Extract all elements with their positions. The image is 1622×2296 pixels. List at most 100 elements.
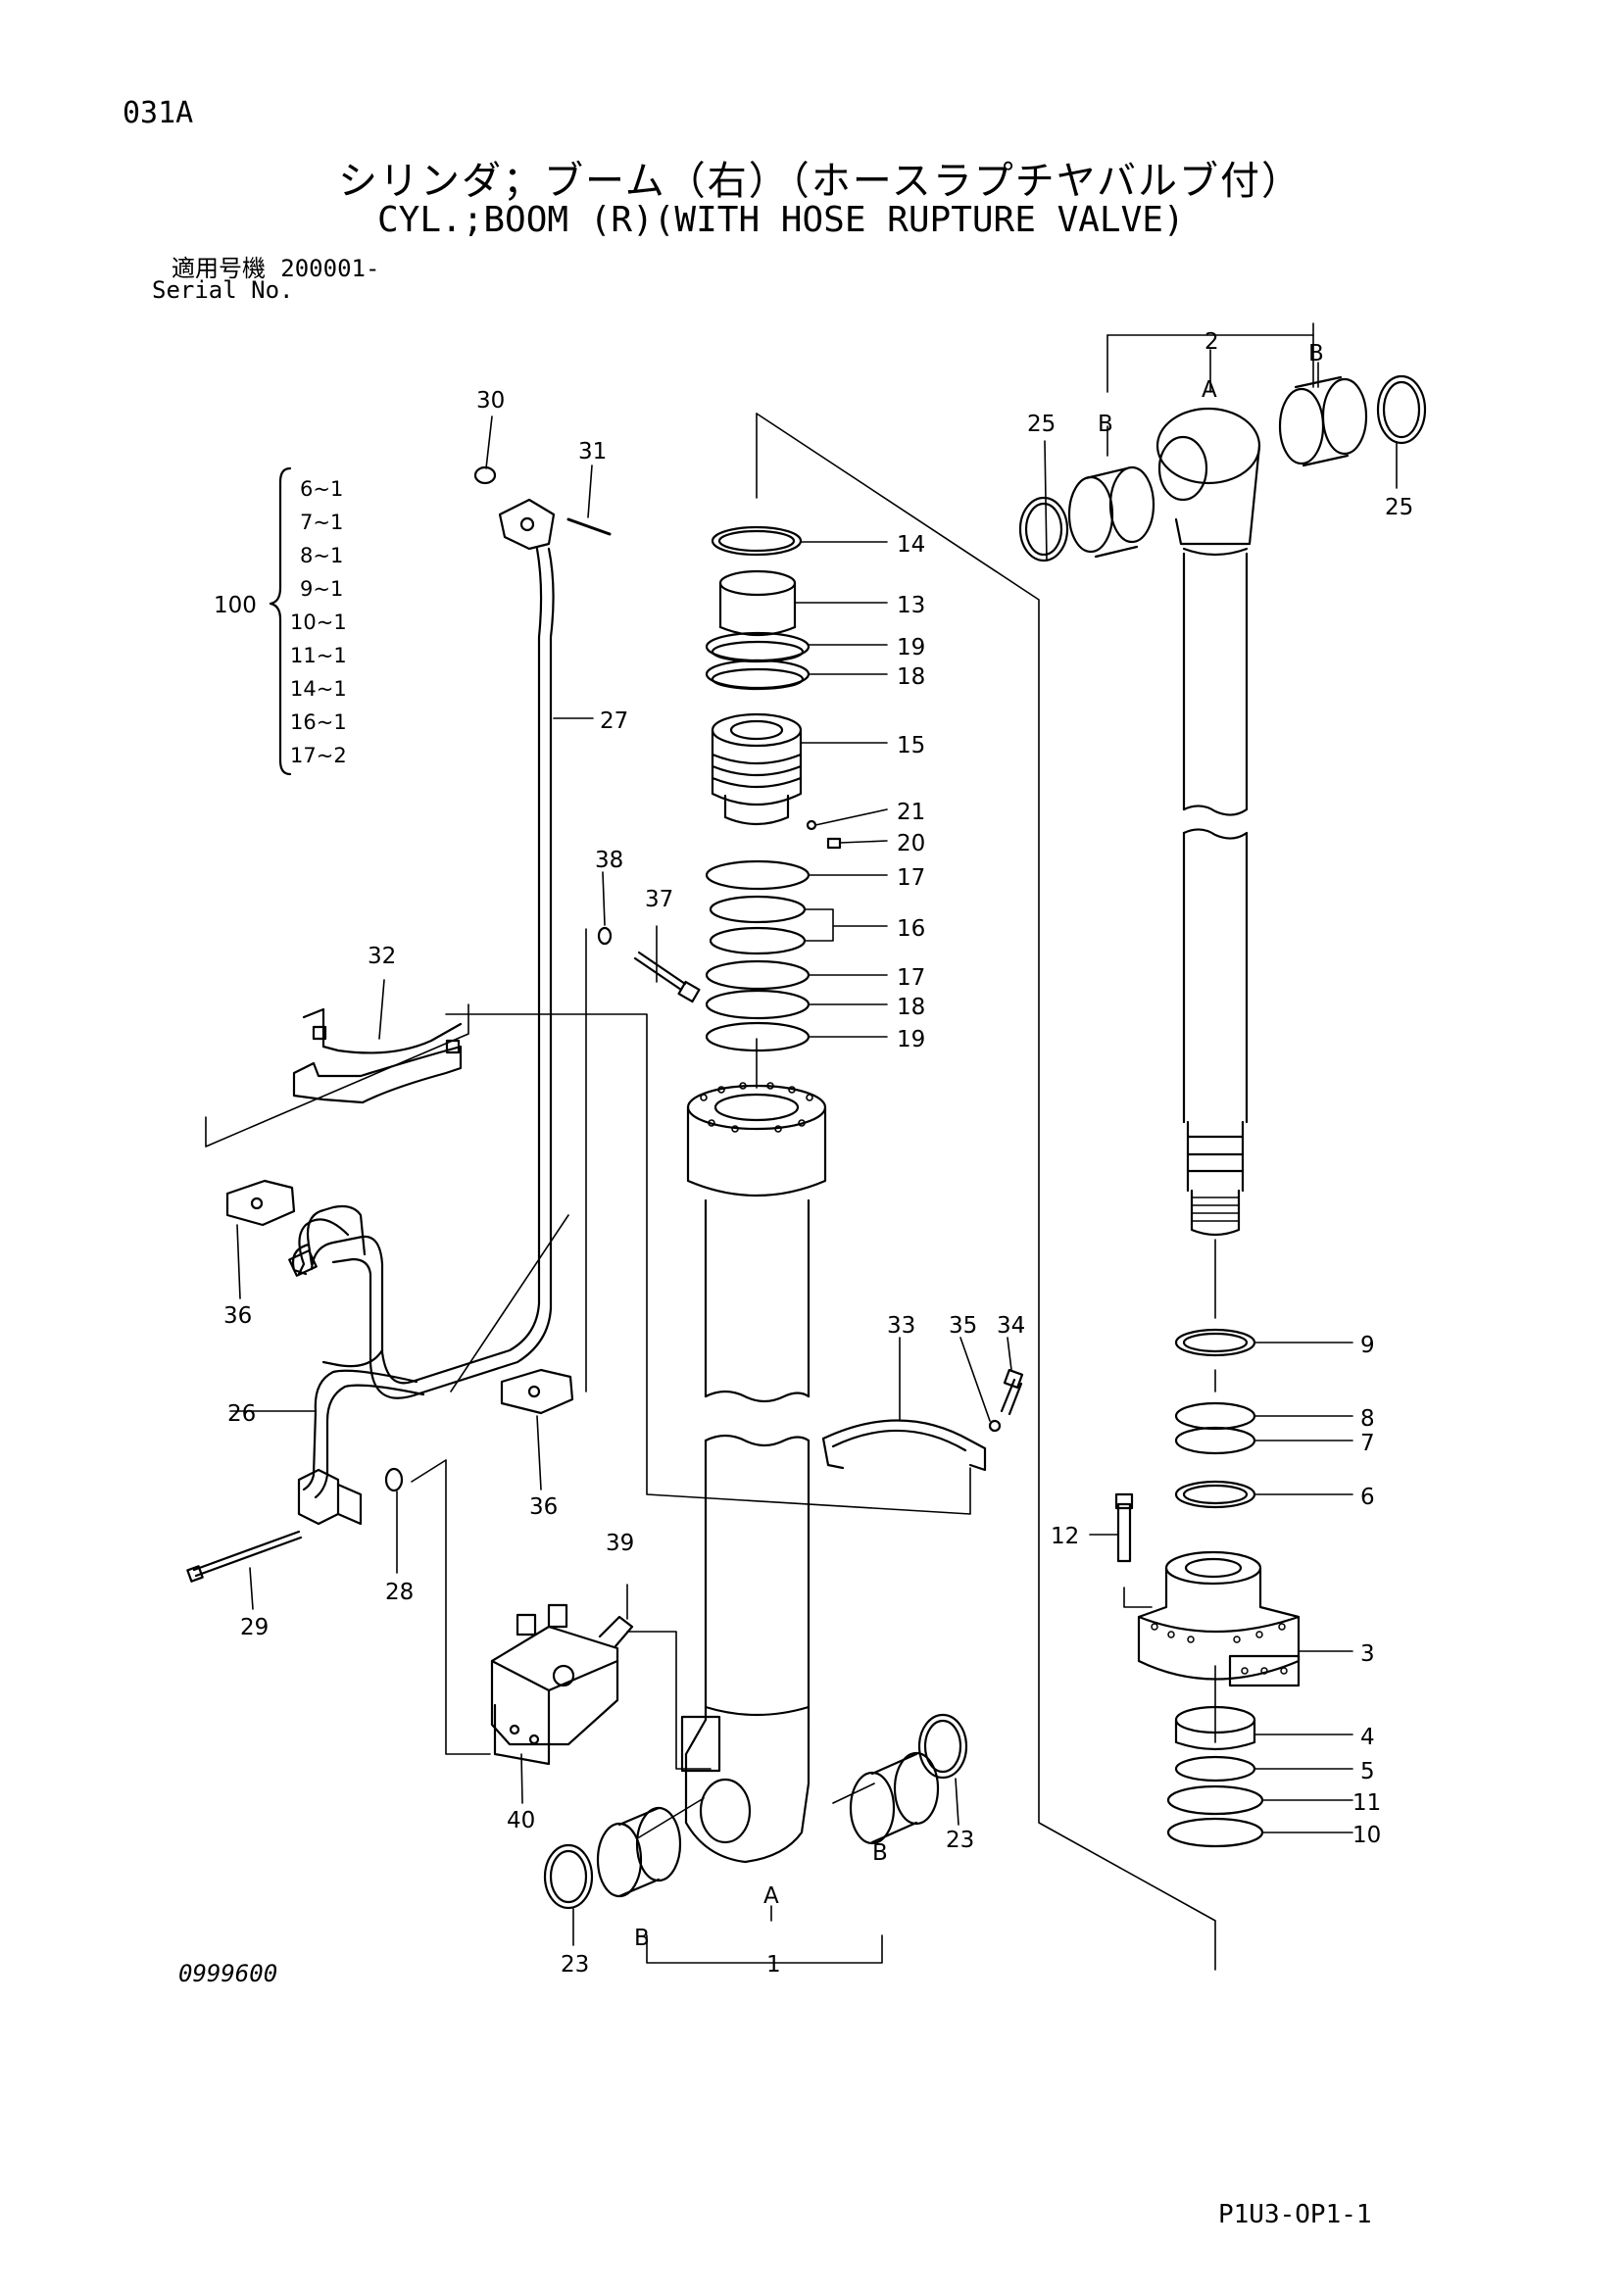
tube-collar-line: [704, 1705, 811, 1717]
part-21-ball: [806, 819, 817, 831]
leader-lines: [229, 349, 1398, 1946]
callout-23: 23: [561, 1952, 589, 1978]
part-13-bushing: [718, 581, 797, 629]
callout-14: 14: [897, 532, 925, 558]
part-23-ring-right: [917, 1713, 968, 1780]
part-25-ring-right: [1376, 374, 1427, 445]
part-13-top: [718, 569, 797, 597]
part-10-ring: [1166, 1817, 1264, 1848]
callout-31: 31: [578, 439, 607, 464]
part-36-clamp-lower: [500, 1368, 574, 1415]
part-3-top: [1164, 1550, 1262, 1586]
callout-18: 18: [897, 664, 925, 690]
sub-label-b: B: [872, 1840, 888, 1866]
part-8-ring: [1174, 1401, 1256, 1431]
callout-11: 11: [1352, 1790, 1381, 1816]
part-36-hole: [250, 1197, 264, 1210]
part-15-grooves: [711, 753, 803, 789]
kit-item: 10~1: [290, 611, 347, 634]
piston-seal-stack: [705, 859, 811, 1052]
part-11-ring: [1166, 1784, 1264, 1816]
callout-25: 25: [1027, 412, 1056, 437]
guide-line: [638, 1797, 705, 1838]
guide-line: [756, 413, 1216, 1971]
assembly-guide-lines: [205, 322, 1314, 1971]
part-40-valve-edges: [490, 1659, 619, 1756]
bushing-b-right: [870, 1752, 918, 1844]
bolt-37-assembly: [597, 926, 701, 1003]
pipe-bend-upper: [306, 1204, 367, 1266]
kit-item: 17~2: [290, 744, 347, 767]
part-5-ring: [1174, 1755, 1256, 1783]
callout-39: 39: [606, 1531, 634, 1556]
part-17-ring: [705, 859, 811, 891]
top-bushings: [1018, 374, 1427, 562]
part-32-bolt: [312, 1025, 327, 1041]
callout-15: 15: [897, 733, 925, 758]
tube-break-lower: [704, 1434, 811, 1447]
callout-36: 36: [223, 1303, 252, 1329]
part-40-port: [547, 1603, 568, 1629]
piston-rod: [1155, 407, 1261, 1237]
kit-brace: [269, 466, 292, 776]
rod-thread-lines: [1191, 1197, 1240, 1222]
bushing-b-top-left-back: [1108, 465, 1155, 544]
rod-eye-neck: [1174, 444, 1261, 546]
kit-100-group: 100 6~1 7~1 8~1 9~1 10~1 11~1 14~1 16~1 …: [214, 466, 347, 776]
part-36-hole: [527, 1385, 541, 1398]
part-16-ring: [709, 926, 807, 955]
rod-collar: [1182, 547, 1249, 557]
callout-26: 26: [227, 1401, 256, 1427]
rod-break-lower: [1182, 828, 1249, 840]
band-33-assembly: [821, 1368, 1024, 1472]
part-40-port: [516, 1613, 537, 1637]
callout-19: 19: [897, 1027, 925, 1052]
part-34-head: [1003, 1368, 1024, 1390]
callout-18: 18: [897, 995, 925, 1020]
part-3-bore: [1184, 1557, 1243, 1579]
part-13-bottom: [718, 625, 797, 637]
rod-thread: [1190, 1189, 1241, 1237]
callout-30: 30: [476, 388, 505, 414]
kit-item: 8~1: [300, 544, 343, 567]
pipe-link: [321, 1348, 384, 1368]
pipe-nut: [288, 1249, 318, 1277]
rod-eye: [1155, 407, 1261, 485]
part-25-ring-left-inner: [1024, 502, 1063, 557]
callout-13: 13: [897, 593, 925, 618]
tube-upper: [704, 1198, 811, 1398]
part-15-neck: [723, 794, 790, 826]
callout-16: 16: [897, 916, 925, 942]
bushing-b-top-right-face: [1278, 387, 1325, 465]
part-26-pipe-b: [314, 1384, 425, 1499]
part-26-elbow: [297, 1468, 340, 1526]
sub-label-a: A: [763, 1883, 779, 1909]
callout-2: 2: [1204, 329, 1219, 355]
part-17-ring: [705, 959, 811, 991]
part-18-ring: [705, 989, 811, 1020]
callout-12: 12: [1051, 1524, 1079, 1549]
callout-29: 29: [240, 1615, 269, 1640]
guide-line: [1123, 1587, 1153, 1608]
part-38-washer: [597, 926, 613, 946]
tube-lower: [704, 1439, 811, 1722]
guide-line: [411, 1459, 447, 1483]
part-32-clamp: [292, 1045, 463, 1104]
part-12-head: [1114, 1492, 1134, 1510]
part-33-band-inner: [831, 1429, 967, 1452]
part-37-bolt: [633, 951, 687, 992]
tube-break-upper: [704, 1390, 811, 1403]
callout-17: 17: [897, 865, 925, 891]
reference-code: 0999600: [178, 1960, 278, 1987]
bushing-b-left-back: [635, 1806, 682, 1882]
part-9-ring-inner: [1182, 1332, 1249, 1353]
callout-27: 27: [600, 708, 628, 734]
bushing-b-left: [617, 1806, 661, 1898]
part-12-bolt: [1116, 1502, 1132, 1563]
part-29-bolt: [192, 1530, 303, 1578]
bushing-b-top-left-face: [1067, 475, 1114, 554]
kit-item: 14~1: [290, 677, 347, 701]
callout-36: 36: [529, 1494, 558, 1520]
callout-28: 28: [385, 1580, 414, 1605]
